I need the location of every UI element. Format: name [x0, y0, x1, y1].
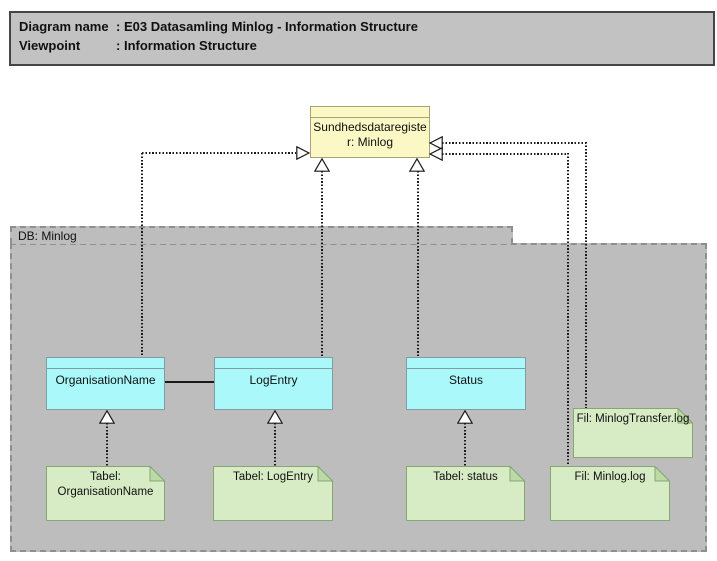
realization-arrowhead-up-icon: [314, 158, 330, 172]
note-fold: [149, 466, 165, 482]
node-label: Sundhedsdataregister: Minlog: [313, 120, 427, 149]
header-value: E03 Datasamling Minlog - Information Str…: [123, 19, 418, 34]
header-colon: :: [116, 19, 124, 34]
group-db-minlog-tab[interactable]: DB: Minlog: [10, 226, 513, 244]
note-shape: [213, 466, 333, 521]
note-fold: [677, 408, 693, 424]
realization-arrowhead-up-icon: [99, 410, 115, 424]
connector-line: [585, 142, 587, 408]
header-row-viewpoint: Viewpoint: Information Structure: [19, 36, 713, 55]
node-label: Status: [448, 373, 484, 387]
header-row-diagram-name: Diagram name: E03 Datasamling Minlog - I…: [19, 17, 713, 36]
node-logentry[interactable]: LogEntry: [214, 357, 333, 410]
node-compartment-band: [311, 107, 429, 118]
note-label: Tabel: status: [433, 471, 498, 483]
association-line: [165, 381, 214, 383]
note-label: Fil: MinlogTransfer.log: [576, 413, 690, 425]
note-tabel-status[interactable]: Tabel: status: [406, 466, 525, 521]
note-shape: [573, 408, 693, 458]
connector-line: [141, 153, 143, 357]
header-label: Diagram name: [19, 19, 109, 34]
connector-line: [106, 423, 108, 466]
connector-line: [417, 171, 419, 357]
note-tabel-logentry[interactable]: Tabel: LogEntry: [213, 466, 333, 521]
group-label: DB: Minlog: [18, 229, 77, 243]
node-label: LogEntry: [249, 373, 298, 387]
note-shape: [46, 466, 165, 521]
note-shape: [550, 466, 670, 521]
node-organisationname[interactable]: OrganisationName: [46, 357, 165, 410]
diagram-header: Diagram name: E03 Datasamling Minlog - I…: [9, 11, 715, 66]
realization-arrowhead-up-icon: [457, 410, 473, 424]
node-label: OrganisationName: [55, 373, 156, 387]
node-compartment-band: [407, 358, 525, 369]
note-fold: [317, 466, 333, 482]
note-fold: [654, 466, 670, 482]
realization-arrowhead-up-icon: [409, 158, 425, 172]
note-fil-minlog-log[interactable]: Fil: Minlog.log: [550, 466, 670, 521]
realization-arrowhead-right-icon: [296, 146, 310, 160]
realization-arrowhead-left-icon: [429, 136, 443, 150]
node-status[interactable]: Status: [406, 357, 526, 410]
note-shape: [406, 466, 525, 521]
node-compartment-band: [215, 358, 332, 369]
header-colon: :: [116, 38, 124, 53]
note-fil-minlogtransfer-log[interactable]: Fil: MinlogTransfer.log: [573, 408, 693, 458]
header-value: Information Structure: [123, 38, 257, 53]
connector-line: [142, 152, 296, 154]
node-sundhedsdataregister-minlog[interactable]: Sundhedsdataregister: Minlog: [310, 106, 430, 158]
connector-line: [464, 423, 466, 466]
connector-line: [321, 171, 323, 357]
connector-line: [442, 142, 586, 144]
note-label: Tabel: OrganisationName: [57, 471, 154, 498]
realization-arrowhead-up-icon: [267, 410, 283, 424]
note-label: Tabel: LogEntry: [233, 471, 313, 483]
header-label: Viewpoint: [19, 38, 81, 53]
node-compartment-band: [47, 358, 164, 369]
connector-line: [274, 423, 276, 466]
note-fold: [509, 466, 525, 482]
note-label: Fil: Minlog.log: [574, 471, 646, 483]
note-tabel-organisationname[interactable]: Tabel: OrganisationName: [46, 466, 165, 521]
connector-line: [567, 153, 569, 466]
connector-line: [442, 153, 568, 155]
realization-arrowhead-left-icon: [429, 147, 443, 161]
